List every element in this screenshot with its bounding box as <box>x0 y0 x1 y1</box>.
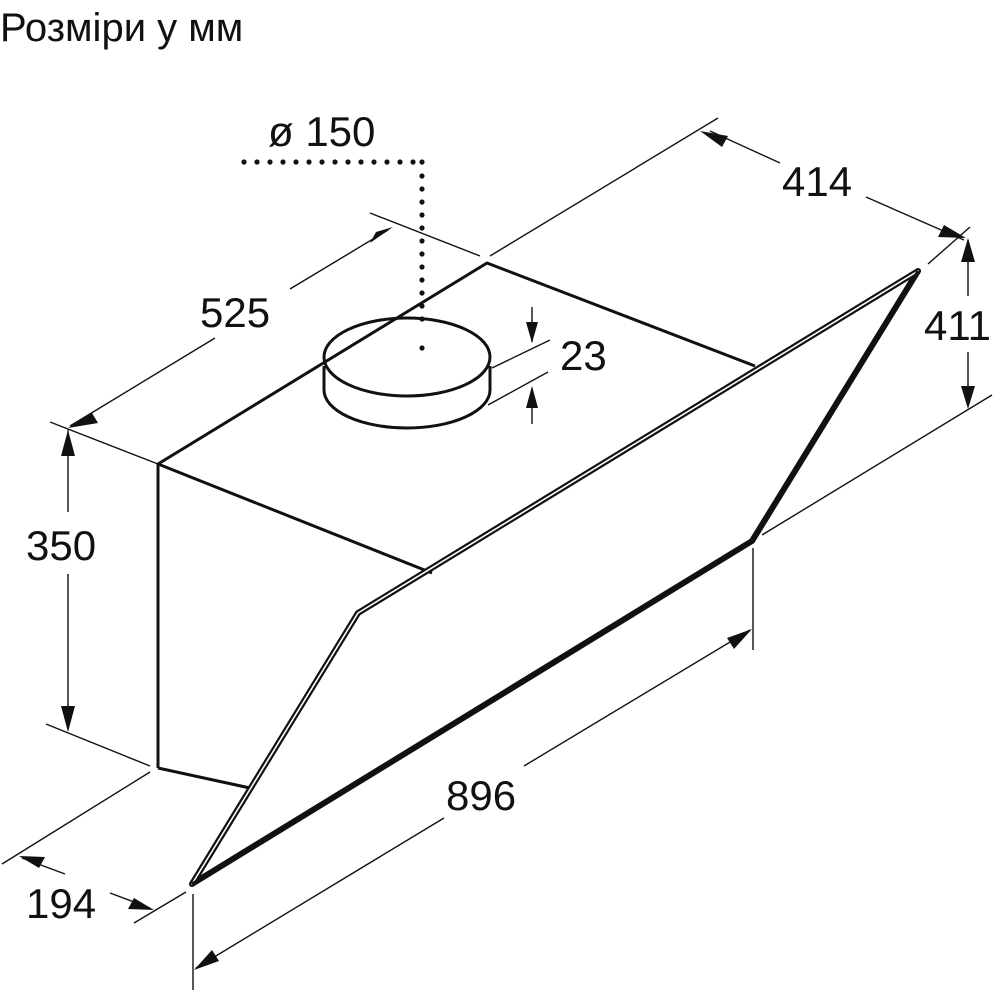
width-label-414: 414 <box>782 158 852 205</box>
dimension-411: 411 <box>761 238 993 536</box>
body-front-top-edge <box>157 462 433 575</box>
total-width-label-896: 896 <box>446 772 516 819</box>
dimension-525: 525 <box>49 212 481 465</box>
dimension-350: 350 <box>26 430 151 767</box>
dimension-896: 896 <box>192 548 754 990</box>
duct-diameter-leader: ø 150 <box>241 108 425 351</box>
duct-diameter-label: ø 150 <box>268 108 375 155</box>
depth-label-525: 525 <box>200 289 270 336</box>
collar-height-label-23: 23 <box>560 332 607 379</box>
duct-collar <box>322 316 492 430</box>
dimension-23: 23 <box>487 307 607 424</box>
glass-bottom-edge <box>191 539 753 886</box>
glass-height-label-411: 411 <box>924 302 991 349</box>
page-title: Розміри у мм <box>0 6 244 50</box>
body-height-label-350: 350 <box>26 522 96 569</box>
glass-right-edge <box>750 270 920 542</box>
bottom-depth-label-194: 194 <box>26 880 96 927</box>
glass-panel <box>189 268 921 887</box>
hood-body <box>156 261 756 790</box>
dimension-414: 414 <box>489 117 971 265</box>
dimension-194: 194 <box>1 771 187 927</box>
body-top-edges <box>157 261 756 466</box>
body-bottom-edge <box>157 766 251 790</box>
